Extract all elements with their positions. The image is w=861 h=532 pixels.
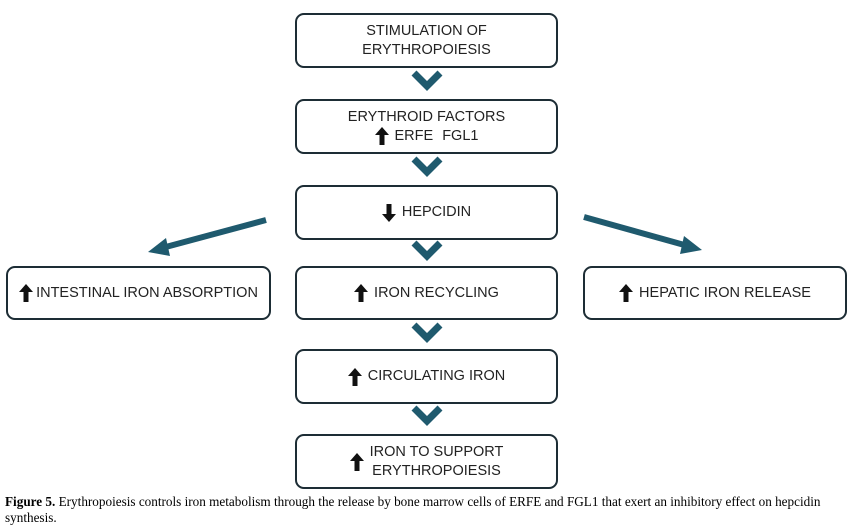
down-arrow-icon xyxy=(381,203,396,222)
chevron-down-icon xyxy=(411,70,443,91)
erythroid-factors-title: ERYTHROID FACTORS xyxy=(347,108,506,125)
flow-diagram: STIMULATION OF ERYTHROPOIESIS ERYTHROID … xyxy=(6,13,847,489)
up-arrow-icon xyxy=(374,127,389,145)
erythroid-factors-node: ERYTHROID FACTORS ERFE FGL1 xyxy=(295,99,558,154)
up-arrow-icon xyxy=(19,284,34,302)
circulating-label: CIRCULATING IRON xyxy=(367,368,506,384)
up-arrow-icon xyxy=(354,284,369,302)
stimulation-line2: ERYTHROPOIESIS xyxy=(362,41,491,58)
factor-fgl1: FGL1 xyxy=(442,127,479,144)
intestinal-label: INTESTINAL IRON ABSORPTION xyxy=(36,284,258,301)
chevron-down-icon xyxy=(411,322,443,343)
hepcidin-node: HEPCIDIN xyxy=(295,185,558,240)
up-arrow-icon xyxy=(347,367,362,386)
hepatic-label: HEPATIC IRON RELEASE xyxy=(639,284,811,301)
support-line2: ERYTHROPOIESIS xyxy=(372,462,501,479)
stimulation-node: STIMULATION OF ERYTHROPOIESIS xyxy=(295,13,558,68)
chevron-down-icon xyxy=(411,156,443,177)
figure-caption: Figure 5. Erythropoiesis controls iron m… xyxy=(5,494,857,526)
chevron-down-icon xyxy=(411,405,443,426)
hepatic-release-node: HEPATIC IRON RELEASE xyxy=(583,266,847,320)
connector-layer xyxy=(148,70,702,426)
stimulation-line1: STIMULATION OF xyxy=(366,22,487,39)
chevron-down-icon xyxy=(411,240,443,261)
caption-text: Erythropoiesis controls iron metabolism … xyxy=(5,494,821,525)
intestinal-absorption-node: INTESTINAL IRON ABSORPTION xyxy=(6,266,271,320)
arrow-to-hepatic xyxy=(583,214,702,254)
recycling-label: IRON RECYCLING xyxy=(374,284,499,301)
support-line1: IRON TO SUPPORT xyxy=(369,443,504,460)
arrow-to-intestinal xyxy=(148,217,267,256)
up-arrow-icon xyxy=(619,284,634,302)
circulating-iron-node: CIRCULATING IRON xyxy=(295,349,558,404)
caption-label: Figure 5. xyxy=(5,494,56,509)
factor-erfe: ERFE xyxy=(394,127,434,144)
iron-support-node: IRON TO SUPPORT ERYTHROPOIESIS xyxy=(295,434,558,489)
up-arrow-icon xyxy=(349,452,364,471)
hepcidin-label: HEPCIDIN xyxy=(401,204,472,220)
iron-recycling-node: IRON RECYCLING xyxy=(295,266,558,320)
